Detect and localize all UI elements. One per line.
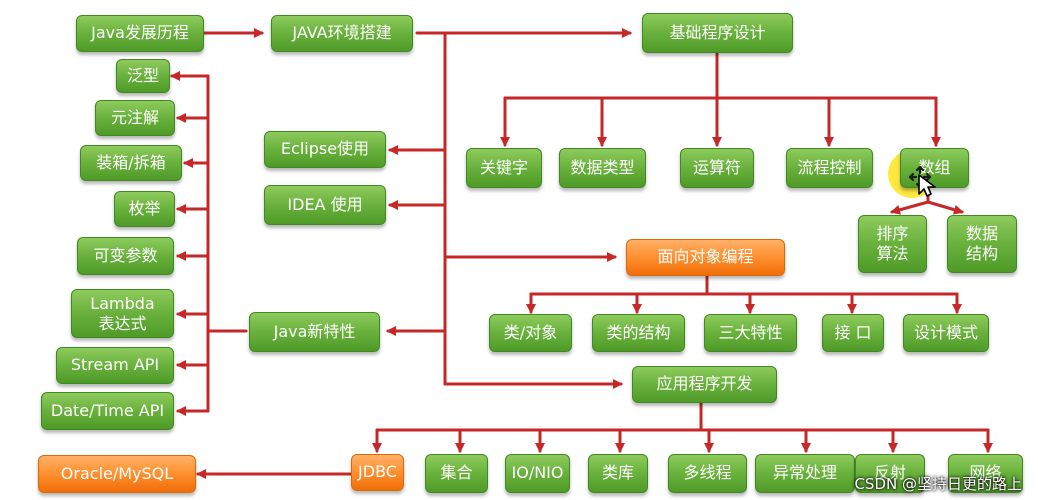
node-java-new-features: Java新特性 [249,312,380,352]
node-varargs: 可变参数 [77,237,174,275]
node-operator: 运算符 [680,148,754,188]
node-network: 网络 [948,454,1023,493]
node-java-history: Java发展历程 [76,15,204,52]
node-lambda: Lambda 表达式 [71,289,174,338]
node-class-structure: 类的结构 [592,314,685,352]
node-design-patterns: 设计模式 [903,314,989,352]
node-enum: 枚举 [114,191,175,227]
node-reflection: 反射 [855,454,925,493]
node-keyword: 关键字 [466,148,542,188]
node-data-structure: 数据 结构 [947,215,1017,273]
node-jdbc: JDBC [351,454,404,491]
node-eclipse: Eclipse使用 [264,131,386,168]
node-generic: 泛型 [116,59,170,93]
node-sort-algorithm: 排序 算法 [858,215,927,273]
node-oop: 面向对象编程 [626,239,785,276]
node-date-time-api: Date/Time API [41,392,174,430]
node-basic-program-design: 基础程序设计 [642,13,793,53]
node-class-object: 类/对象 [489,314,572,352]
node-collection: 集合 [425,454,488,493]
node-java-env: JAVA环境搭建 [271,15,413,52]
node-three-features: 三大特性 [704,314,797,352]
node-io-nio: IO/NIO [505,454,570,493]
move-cursor-icon [908,165,936,197]
node-app-development: 应用程序开发 [632,366,777,403]
watermark-text: CSDN @坚持日更的路上 [854,475,1022,493]
node-multithread: 多线程 [668,454,747,493]
arrow-array-to-structure [926,200,964,215]
node-array[interactable]: 数组 [900,148,969,188]
node-data-type: 数据类型 [559,148,646,188]
node-class-library: 类库 [588,454,648,493]
node-oracle-mysql: Oracle/MySQL [38,455,196,493]
node-interface: 接 口 [822,314,884,352]
node-exception-handling: 异常处理 [755,454,855,493]
node-annotation: 元注解 [95,100,175,136]
arrow-array-to-sort [890,200,930,215]
node-flow-control: 流程控制 [786,148,873,188]
node-idea: IDEA 使用 [264,185,386,225]
node-stream-api: Stream API [56,347,174,384]
node-boxing: 装箱/拆箱 [80,145,182,181]
